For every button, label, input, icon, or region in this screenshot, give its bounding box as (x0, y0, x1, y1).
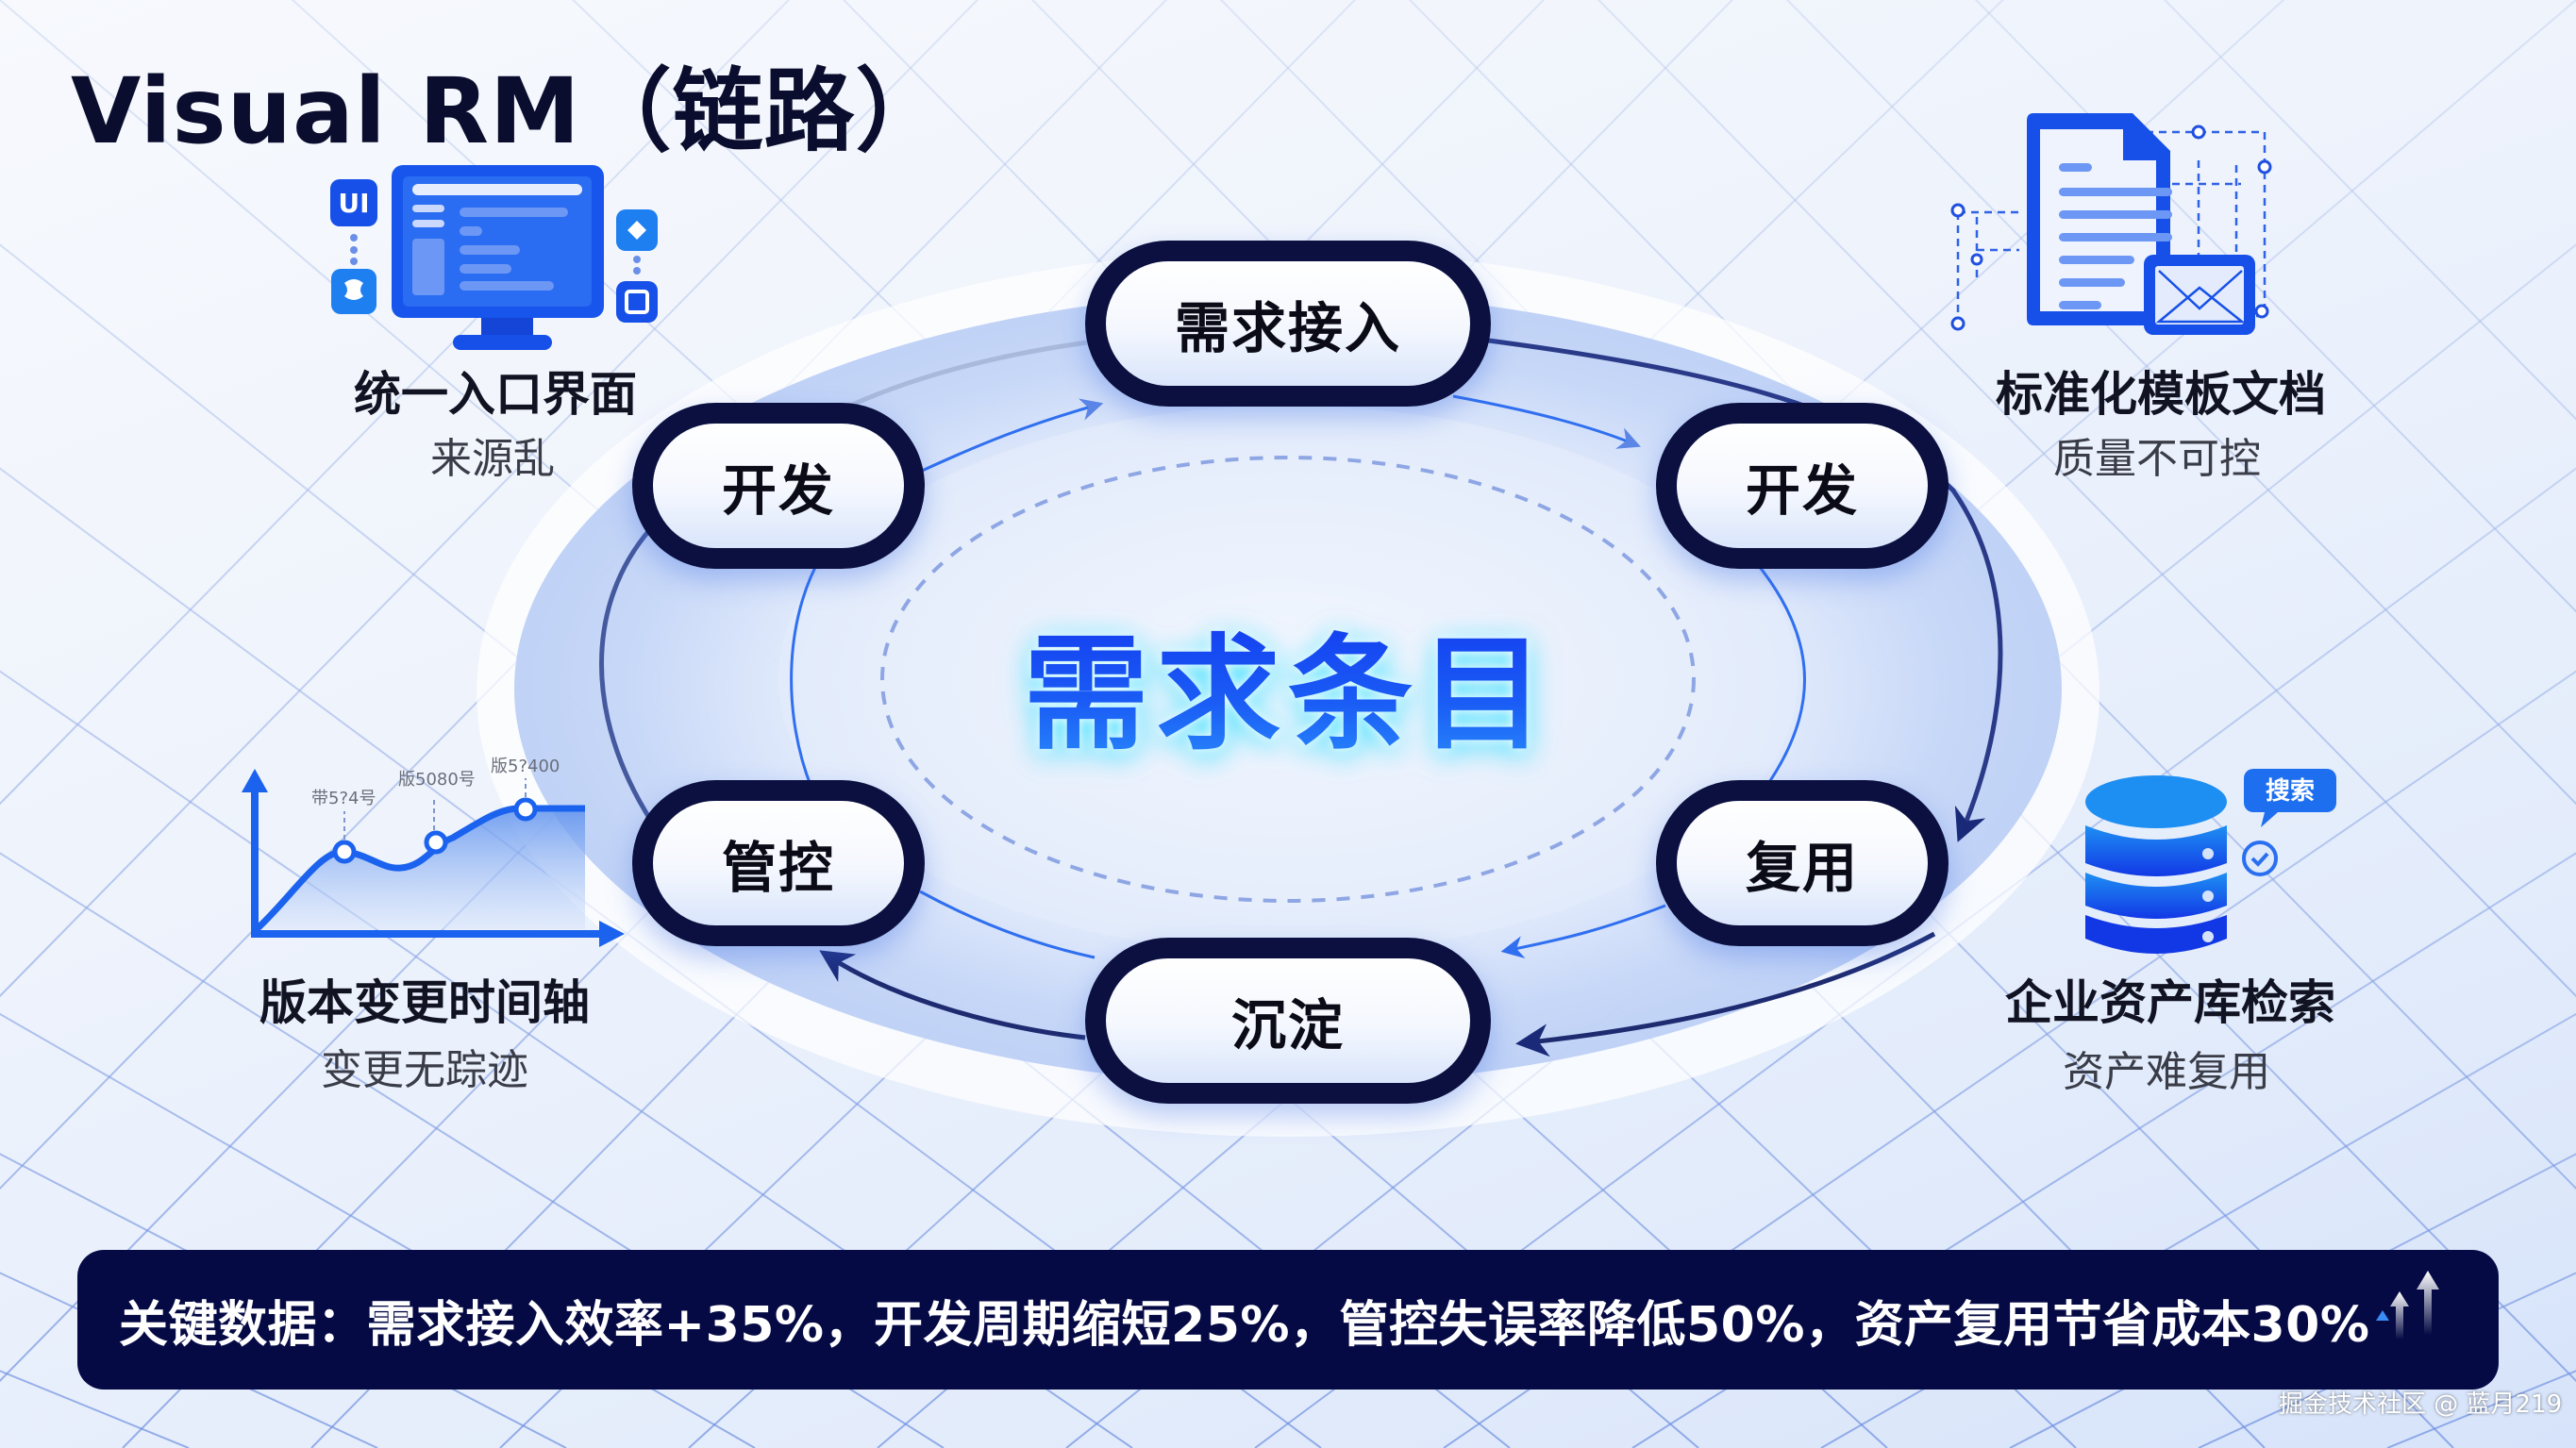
feature-title-unified-entry: 统一入口界面 (354, 367, 637, 422)
timeline-chart-icon: 带5?4号 版5080号 版5?400 (242, 757, 625, 947)
database-icon: 搜索 (2085, 769, 2336, 954)
ui-badge: UI (338, 188, 369, 219)
node-control-label: 管控 (721, 836, 835, 900)
node-dev-left[interactable]: 开发 (632, 403, 925, 569)
search-bubble-icon: 搜索 (2244, 769, 2336, 827)
node-settle[interactable]: 沉淀 (1085, 938, 1491, 1104)
key-data-bar: 关键数据：需求接入效率+35%，开发周期缩短25%，管控失误率降低50%，资产复… (77, 1250, 2499, 1390)
feature-title-standard-template: 标准化模板文档 (1996, 367, 2326, 422)
feature-subtitle-asset-search: 资产难复用 (2063, 1048, 2270, 1096)
monitor-icon: UI (330, 165, 658, 350)
node-dev-left-label: 开发 (721, 458, 835, 523)
node-dev-right-label: 开发 (1745, 458, 1859, 523)
feature-title-asset-search: 企业资产库检索 (2005, 975, 2335, 1030)
feature-subtitle-unified-entry: 来源乱 (430, 435, 555, 483)
node-reuse-label: 复用 (1745, 836, 1859, 900)
node-reuse[interactable]: 复用 (1656, 780, 1949, 946)
chart-point-label-2: 版5080号 (398, 770, 476, 790)
key-data-text: 关键数据：需求接入效率+35%，开发周期缩短25%，管控失误率降低50%，资产复… (119, 1296, 2370, 1354)
chart-point-label-3: 版5?400 (491, 757, 560, 776)
node-settle-label: 沉淀 (1230, 993, 1345, 1057)
node-intake[interactable]: 需求接入 (1085, 241, 1491, 407)
node-control[interactable]: 管控 (632, 780, 925, 946)
feature-subtitle-version-timeline: 变更无踪迹 (321, 1046, 528, 1094)
watermark: 掘金技术社区 @ 蓝月219 (2279, 1390, 2563, 1419)
center-label: 需求条目 (1024, 594, 1552, 774)
check-circle-icon (2242, 841, 2278, 876)
node-intake-label: 需求接入 (1174, 296, 1401, 360)
page-title: Visual RM（链路） (71, 58, 947, 164)
feature-title-version-timeline: 版本变更时间轴 (259, 975, 590, 1030)
feature-subtitle-standard-template: 质量不可控 (2053, 435, 2261, 483)
chart-point-label-1: 带5?4号 (311, 789, 376, 808)
document-icon (1950, 113, 2272, 335)
search-bubble-label: 搜索 (2266, 777, 2315, 806)
node-dev-right[interactable]: 开发 (1656, 403, 1949, 569)
trend-up-arrows-icon (2376, 1271, 2439, 1340)
